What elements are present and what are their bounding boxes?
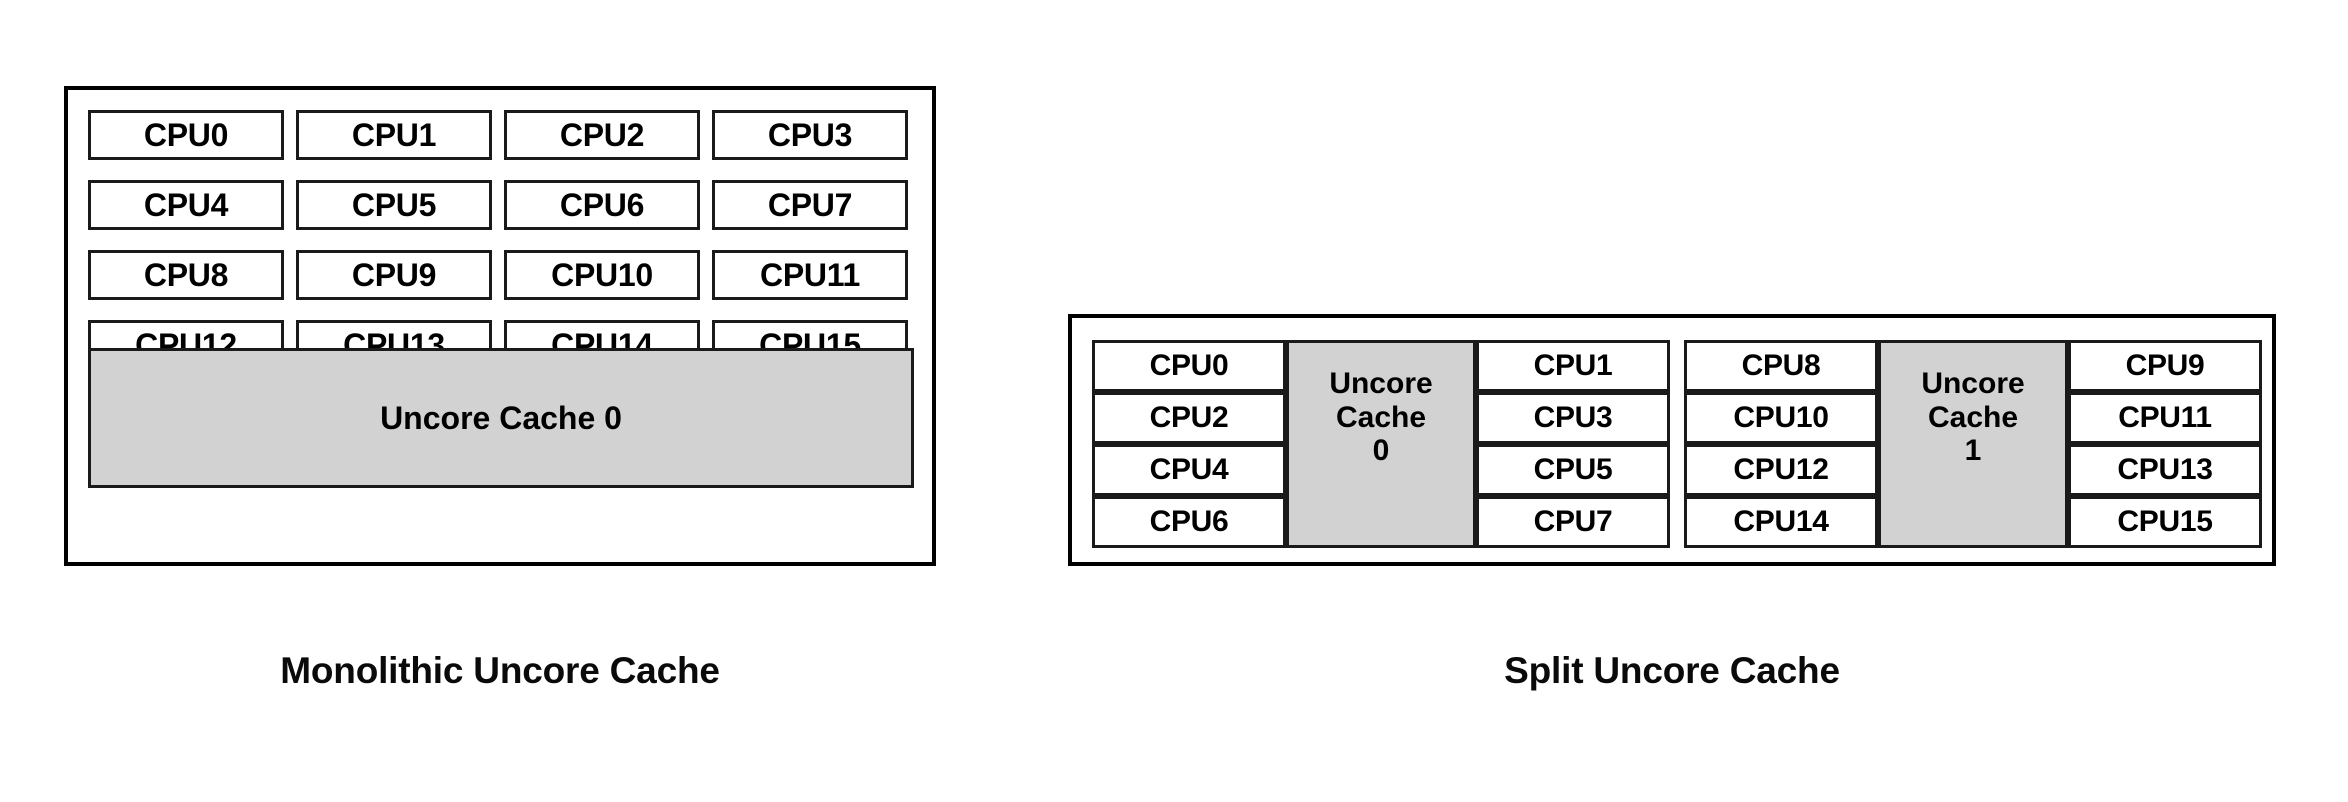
split-cpu-box-6[interactable]: CPU6 [1092,496,1286,548]
cpu-box-0[interactable]: CPU0 [88,110,284,160]
cpu-box-5[interactable]: CPU5 [296,180,492,230]
split-cpu-box-13[interactable]: CPU13 [2068,444,2262,496]
cpu-box-8[interactable]: CPU8 [88,250,284,300]
uncore-cache-0-label-split: Uncore Cache 0 [1329,367,1433,468]
cpu-box-6[interactable]: CPU6 [504,180,700,230]
split-cpu-box-1[interactable]: CPU1 [1476,340,1670,392]
cpu-box-9[interactable]: CPU9 [296,250,492,300]
monolithic-caption: Monolithic Uncore Cache [280,650,720,691]
split-cpu-box-12[interactable]: CPU12 [1684,444,1878,496]
split-caption: Split Uncore Cache [1504,650,1840,691]
split-cpu-box-3[interactable]: CPU3 [1476,392,1670,444]
cpu-box-4[interactable]: CPU4 [88,180,284,230]
cpu-box-1[interactable]: CPU1 [296,110,492,160]
cpu-box-7[interactable]: CPU7 [712,180,908,230]
split-package-outline: CPU0 CPU2 CPU4 CPU6 Uncore Cache 0 CPU1 … [1068,314,2276,566]
uncore-cache-1-box-split[interactable]: Uncore Cache 1 [1878,340,2068,548]
split-cpu-box-10[interactable]: CPU10 [1684,392,1878,444]
cpu-box-10[interactable]: CPU10 [504,250,700,300]
split-cpu-box-2[interactable]: CPU2 [1092,392,1286,444]
split-cpu-box-5[interactable]: CPU5 [1476,444,1670,496]
uncore-cache-1-label-split: Uncore Cache 1 [1921,367,2025,468]
split-cpu-box-4[interactable]: CPU4 [1092,444,1286,496]
cpu-box-2[interactable]: CPU2 [504,110,700,160]
uncore-cache-0-box-split[interactable]: Uncore Cache 0 [1286,340,1476,548]
split-cpu-box-9[interactable]: CPU9 [2068,340,2262,392]
split-cpu-box-0[interactable]: CPU0 [1092,340,1286,392]
split-cpu-box-15[interactable]: CPU15 [2068,496,2262,548]
cpu-box-3[interactable]: CPU3 [712,110,908,160]
split-cpu-box-11[interactable]: CPU11 [2068,392,2262,444]
uncore-cache-0-label: Uncore Cache 0 [380,399,622,436]
cpu-box-11[interactable]: CPU11 [712,250,908,300]
split-cpu-box-14[interactable]: CPU14 [1684,496,1878,548]
monolithic-package-outline: CPU0 CPU1 CPU2 CPU3 CPU4 CPU5 CPU6 CPU7 … [64,86,936,566]
split-cpu-box-8[interactable]: CPU8 [1684,340,1878,392]
split-cpu-box-7[interactable]: CPU7 [1476,496,1670,548]
uncore-cache-0-box[interactable]: Uncore Cache 0 [88,348,914,488]
